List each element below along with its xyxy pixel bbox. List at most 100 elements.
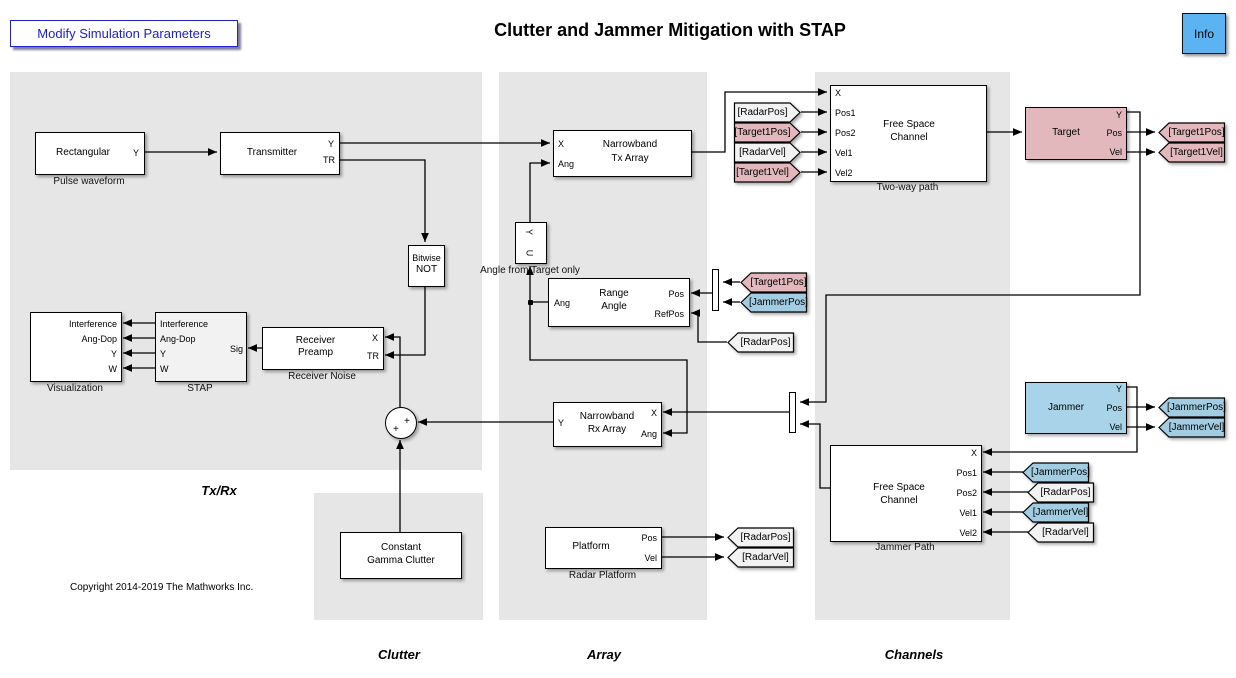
sum-plus-sign: + <box>393 424 399 435</box>
goto-tag-jammervel[interactable]: [JammerVel] <box>1158 417 1226 438</box>
wire-sum-to-preamp-x[interactable] <box>385 333 401 407</box>
wire-rangeangle-ang-to-rxarray[interactable] <box>529 301 688 437</box>
block-target[interactable]: Target Y Pos Vel <box>1025 107 1127 160</box>
from-tag-radarpos-mid[interactable]: [RadarPos] <box>727 332 795 353</box>
goto-tag-target1vel[interactable]: [Target1Vel] <box>1158 142 1226 163</box>
port-label: Ang <box>640 429 657 439</box>
wire-selector-to-txarray-ang[interactable] <box>529 159 550 222</box>
wire-jammerpath-to-mux[interactable] <box>800 420 830 489</box>
port-label: X <box>970 448 977 458</box>
goto-tag-target1pos[interactable]: [Target1Pos] <box>1158 122 1226 143</box>
port-label: Ang-Dop <box>81 334 117 344</box>
port-label: Ang <box>554 298 571 308</box>
goto-tag-radarvel[interactable]: [RadarVel] <box>727 547 795 568</box>
page-title: Clutter and Jammer Mitigation with STAP <box>494 20 846 40</box>
block-receiver-preamp[interactable]: Receiver Preamp X TR <box>262 327 384 370</box>
block-bitwise-not[interactable]: Bitwise NOT <box>408 245 445 287</box>
block-narrowband-rx-array[interactable]: Narrowband Rx Array Y X Ang <box>553 402 662 447</box>
goto-tag-jammerpos[interactable]: [JammerPos] <box>1158 397 1226 418</box>
section-label-channels: Channels <box>884 647 944 662</box>
tag-label: [RadarPos] <box>740 532 791 543</box>
from-tag-radarpos-bot[interactable]: [RadarPos] <box>1027 482 1095 503</box>
port-label: Interference <box>160 319 209 329</box>
port-label: Y <box>524 228 535 236</box>
block-label: Narrowband <box>602 139 658 150</box>
block-label: Rx Array <box>587 424 627 435</box>
block-angle-selector[interactable]: Y U <box>515 222 547 264</box>
mux-array-positions[interactable] <box>712 269 719 311</box>
block-label: Range <box>599 288 629 299</box>
wire-jammer-y-to-fsc-x[interactable] <box>983 386 1138 456</box>
section-label-txrx: Tx/Rx <box>201 483 237 498</box>
from-tag-target1pos-mid[interactable]: [Target1Pos] <box>740 272 808 293</box>
section-label-array: Array <box>587 647 621 662</box>
wire-txarray-to-fsc-x[interactable] <box>690 88 827 153</box>
block-platform[interactable]: Platform Pos Vel <box>545 527 662 569</box>
from-tag-jammerpos-bot[interactable]: [JammerPos] <box>1022 462 1090 483</box>
port-label: Vel <box>1109 422 1122 432</box>
wire-target-y-to-mux[interactable] <box>800 111 1141 406</box>
block-constant-gamma-clutter[interactable]: Constant Gamma Clutter <box>340 532 462 579</box>
port-label: Interference <box>68 319 117 329</box>
block-label: Angle <box>601 301 627 312</box>
block-range-angle[interactable]: Range Angle Ang Pos RefPos <box>548 278 690 327</box>
port-label: Vel1 <box>835 148 853 158</box>
block-transmitter[interactable]: Transmitter Y TR <box>220 132 340 175</box>
port-label: Pos <box>1106 128 1122 138</box>
block-label: Gamma Clutter <box>367 555 435 566</box>
port-label: Pos2 <box>956 488 977 498</box>
block-caption: Jammer Path <box>875 542 935 553</box>
block-visualization[interactable]: Interference Ang-Dop Y W <box>30 312 122 382</box>
tag-label: [RadarPos] <box>740 337 791 348</box>
modify-simulation-parameters-button[interactable]: Modify Simulation Parameters <box>10 20 238 47</box>
port-label: Vel1 <box>959 508 977 518</box>
block-jammer[interactable]: Jammer Y Pos Vel <box>1025 382 1127 434</box>
tag-label: [Target1Pos] <box>750 277 807 288</box>
block-label: Transmitter <box>246 147 298 158</box>
tag-label: [JammerPos] <box>1167 402 1226 413</box>
port-label: W <box>160 364 169 374</box>
block-narrowband-tx-array[interactable]: Narrowband Tx Array X Ang <box>553 130 692 177</box>
port-label: Sig <box>229 344 243 354</box>
port-label: W <box>108 364 118 374</box>
port-label: Vel <box>644 553 657 563</box>
tag-label: [RadarVel] <box>742 552 789 563</box>
block-sum[interactable]: + + <box>385 407 417 439</box>
port-label: Pos1 <box>956 468 977 478</box>
wire-radarpos-to-refpos[interactable] <box>691 309 727 343</box>
block-free-space-channel-jammer[interactable]: Free Space Channel X Pos1 Pos2 Vel1 Vel2 <box>830 445 982 542</box>
block-stap[interactable]: Interference Ang-Dop Y W Sig <box>155 312 247 382</box>
block-free-space-channel-twoway[interactable]: Free Space Channel X Pos1 Pos2 Vel1 Vel2 <box>830 85 987 182</box>
from-tag-jammervel-bot[interactable]: [JammerVel] <box>1022 502 1090 523</box>
block-rectangular[interactable]: Rectangular Y <box>35 132 145 175</box>
port-label: U <box>524 249 535 257</box>
from-tag-target1vel[interactable]: [Target1Vel] <box>733 162 801 183</box>
from-tag-jammerpos-mid[interactable]: [JammerPos] <box>740 292 808 313</box>
from-tag-radarvel[interactable]: [RadarVel] <box>733 142 801 163</box>
block-caption: STAP <box>187 383 213 394</box>
block-label: Tx Array <box>611 153 649 164</box>
tag-label: [Target1Vel] <box>736 167 789 178</box>
from-tag-radarvel-bot[interactable]: [RadarVel] <box>1027 522 1095 543</box>
port-label: X <box>371 333 378 343</box>
block-caption: Radar Platform <box>568 570 637 581</box>
tag-label: [RadarPos] <box>1040 487 1091 498</box>
port-label: Pos2 <box>835 128 856 138</box>
tag-label: [Target1Pos] <box>1168 127 1225 138</box>
tag-label: [JammerVel] <box>1168 422 1225 433</box>
wire-transmitter-tr-to-bitwisenot[interactable] <box>338 159 429 242</box>
port-label: TR <box>323 155 335 165</box>
goto-tag-radarpos[interactable]: [RadarPos] <box>727 527 795 548</box>
port-label: Y <box>132 148 139 158</box>
block-label: Constant <box>380 542 422 553</box>
mux-channel-signals[interactable] <box>789 392 796 433</box>
block-caption: Pulse waveform <box>53 176 125 187</box>
port-label: Y <box>558 418 565 428</box>
from-tag-radarpos[interactable]: [RadarPos] <box>733 102 801 123</box>
wire-bitwisenot-to-preamp-tr[interactable] <box>385 285 426 359</box>
port-label: Vel2 <box>959 528 977 538</box>
from-tag-target1pos[interactable]: [Target1Pos] <box>733 122 801 143</box>
info-button[interactable]: Info <box>1182 13 1226 54</box>
